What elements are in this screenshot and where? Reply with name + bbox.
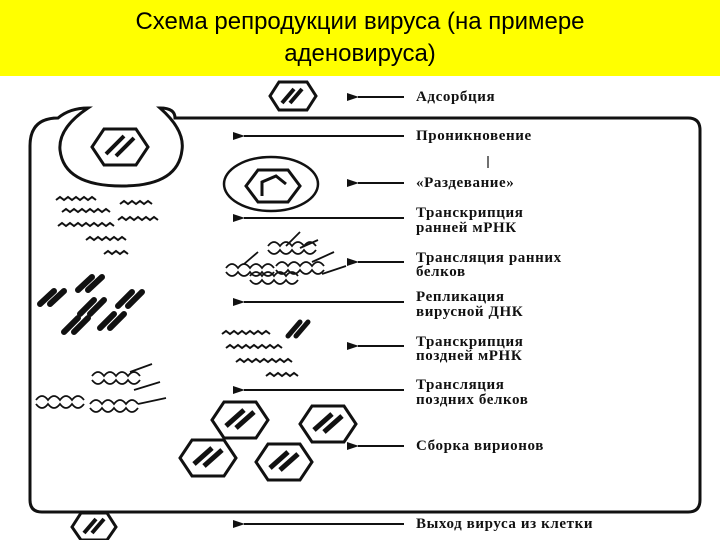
cell-membrane [28,106,702,514]
uncoating-virion [222,155,320,213]
stage-label: Сборка вирионов [416,438,544,454]
title-line-2: аденовируса) [284,40,436,67]
stage-label: белков [416,264,466,280]
stage-label: Репликация [416,289,505,305]
late-polysomes [35,363,167,413]
stage-arrows [233,93,404,528]
late-mrna-strands [221,319,311,378]
stage-label: вирусной ДНК [416,304,523,320]
stage-label: Трансляция ранних [416,250,562,266]
stage-label: Проникновение [416,128,532,144]
adsorbed-virion [268,80,318,112]
title-line-1: Схема репродукции вируса (на примере [135,8,585,35]
stage-label: Трансляция [416,377,505,393]
early-polysomes [225,231,347,285]
assembled-virions [178,400,358,482]
endocytosed-virion [90,127,150,167]
stage-label: «Раздевание» [416,175,514,191]
released-virion [70,511,118,540]
replicating-dna [37,274,145,335]
stage-label: ранней мРНК [416,220,517,236]
stage-label: поздней мРНК [416,348,522,364]
stage-label: поздних белков [416,392,528,408]
stage-label: Транскрипция [416,334,523,350]
stage-label: Выход вируса из клетки [416,516,593,532]
title-bar: Схема репродукции вируса (на примере аде… [0,0,720,76]
early-mrna-strands [55,195,159,256]
stage-label: Транскрипция [416,205,523,221]
stage-label: Адсорбция [416,89,495,105]
